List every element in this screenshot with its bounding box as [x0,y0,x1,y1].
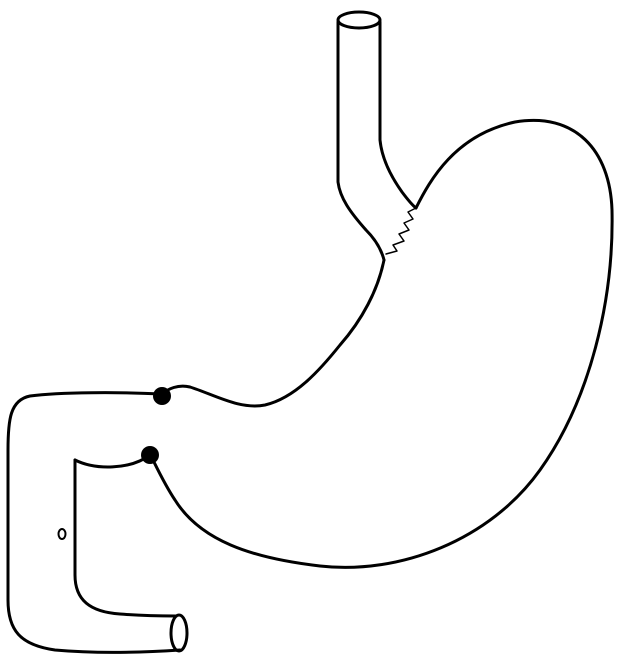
esophagus-left-wall [338,22,384,260]
duodenum-inner-wall [75,460,176,616]
duodenal-papilla-ring [59,529,66,539]
esophagus-opening [338,12,380,28]
esophagus-right-wall [380,22,416,208]
greater-curvature [152,120,612,567]
duodenum-opening [171,615,187,651]
lesser-curvature [162,260,384,406]
pyloric-opening [75,455,150,467]
duodenum-outer-wall [8,393,180,653]
z-line [386,208,416,254]
pylorus-upper-dot [153,387,171,405]
